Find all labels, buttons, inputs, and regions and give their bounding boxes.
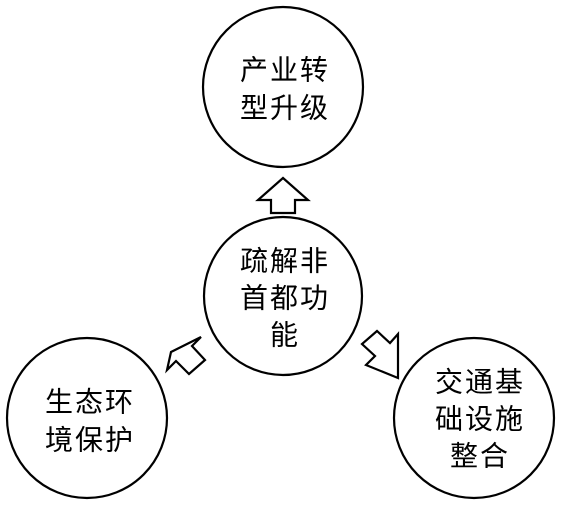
arrow-right-down-icon [360, 329, 400, 380]
top-node-line-1: 产业转 [240, 54, 330, 87]
left-node: 生态环 境保护 [5, 336, 169, 500]
left-node-circle [5, 336, 169, 500]
right-node-line-1: 交通基 [435, 366, 525, 399]
center-node-line-1: 疏解非 [240, 245, 330, 278]
right-node-circle [392, 336, 556, 500]
top-node: 产业转 型升级 [201, 5, 365, 169]
center-node: 疏解非 首都功 能 [202, 215, 364, 377]
center-node-line-3: 能 [270, 319, 300, 352]
arrow-left-down-icon [165, 336, 207, 376]
left-node-line-1: 生态环 [45, 386, 135, 419]
center-node-circle [202, 215, 364, 377]
right-node: 交通基 础设施 整合 [392, 336, 556, 500]
right-node-line-2: 础设施 [435, 403, 525, 436]
left-node-line-2: 境保护 [45, 424, 135, 457]
arrow-up-icon [255, 176, 311, 215]
right-node-line-3: 整合 [450, 440, 510, 473]
center-node-line-2: 首都功 [240, 282, 330, 315]
top-node-line-2: 型升级 [240, 92, 330, 125]
top-node-circle [201, 5, 365, 169]
